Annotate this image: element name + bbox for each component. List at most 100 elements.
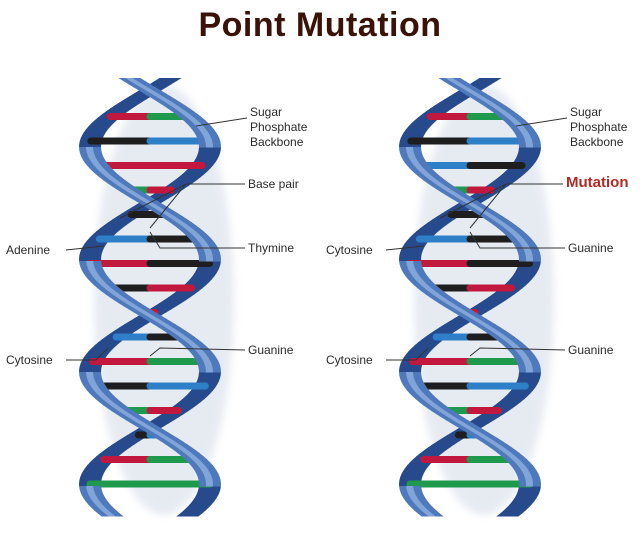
backbone-highlight (525, 369, 533, 373)
backbone-highlight (460, 312, 473, 316)
backbone-highlight (409, 384, 419, 388)
backbone-segment (412, 231, 439, 235)
backbone-segment (183, 507, 210, 511)
backbone-highlight (130, 306, 143, 310)
backbone-segment (146, 420, 175, 424)
backbone-segment (91, 120, 118, 124)
backbone-highlight (203, 249, 212, 253)
backbone-highlight (205, 369, 213, 373)
backbone-segment (506, 504, 533, 508)
backbone-highlight (432, 294, 445, 298)
backbone-segment (469, 306, 497, 310)
backbone-highlight (180, 225, 193, 229)
backbone-highlight (434, 183, 447, 187)
backbone-segment (517, 375, 541, 379)
backbone-highlight (440, 300, 454, 304)
backbone-highlight (457, 423, 471, 427)
backbone-segment (494, 402, 521, 406)
backbone-segment (471, 417, 500, 421)
backbone-highlight (487, 441, 500, 445)
backbone-segment (496, 513, 523, 517)
backbone-segment (181, 396, 208, 400)
backbone-highlight (447, 417, 461, 421)
backbone-highlight (426, 177, 438, 181)
backbone-highlight (518, 129, 529, 133)
backbone-highlight (197, 240, 208, 244)
backbone-segment (92, 231, 119, 235)
backbone-highlight (406, 372, 414, 376)
backbone-highlight (201, 471, 211, 475)
backbone-segment (192, 273, 217, 277)
backbone-segment (114, 327, 143, 331)
backbone-segment (501, 396, 528, 400)
backbone-highlight (419, 396, 431, 400)
backbone-highlight (411, 387, 422, 391)
backbone-label-line-1: Sugar (570, 105, 602, 119)
backbone-highlight (186, 117, 198, 121)
backbone-segment (401, 132, 427, 136)
backbone-segment (444, 96, 472, 100)
backbone-highlight (205, 483, 213, 487)
backbone-highlight (86, 261, 94, 265)
backbone-highlight (436, 297, 449, 301)
backbone-highlight (520, 357, 531, 361)
backbone-highlight (114, 408, 127, 412)
backbone-highlight (189, 120, 201, 124)
backbone-highlight (191, 234, 203, 238)
backbone-segment (81, 132, 107, 136)
backbone-highlight (123, 189, 136, 193)
backbone-leader (195, 117, 248, 127)
backbone-highlight (191, 459, 203, 463)
backbone-highlight (186, 342, 198, 346)
backbone-segment (430, 330, 458, 334)
backbone-segment (195, 156, 220, 160)
backbone-highlight (130, 81, 143, 85)
backbone-highlight (413, 390, 424, 394)
backbone-segment (423, 222, 451, 226)
backbone-highlight (203, 474, 212, 478)
backbone-highlight (445, 78, 459, 82)
backbone-segment (124, 321, 152, 325)
backbone-highlight (412, 501, 423, 505)
backbone-segment (96, 228, 123, 232)
labels-original: Sugar Phosphate Backbone Base pair Adeni… (6, 105, 308, 367)
cytosine-label-upper: Cytosine (326, 243, 373, 257)
backbone-highlight (86, 375, 95, 379)
backbone-highlight (86, 147, 94, 151)
backbone-highlight (127, 192, 141, 196)
figure-title: Point Mutation (198, 6, 442, 44)
backbone-segment (196, 267, 220, 271)
backbone-segment (402, 243, 428, 247)
backbone-segment (399, 144, 422, 148)
backbone-highlight (93, 165, 104, 169)
backbone-highlight (205, 258, 213, 262)
base-pair-leader-2 (149, 183, 187, 229)
backbone-segment (197, 150, 221, 154)
backbone-highlight (409, 159, 419, 163)
adenine-label: Adenine (6, 243, 50, 257)
backbone-highlight (434, 408, 447, 412)
backbone-highlight (465, 90, 478, 94)
backbone-segment (80, 474, 104, 478)
backbone-highlight (424, 513, 436, 517)
backbone-highlight (88, 495, 98, 499)
backbone-highlight (467, 204, 481, 208)
backbone-highlight (157, 435, 171, 439)
backbone-segment (399, 477, 423, 481)
backbone-highlight (494, 333, 507, 337)
cytosine-leader-lower (386, 347, 429, 361)
backbone-highlight (470, 318, 483, 322)
backbone-segment (411, 345, 438, 349)
backbone-highlight (91, 387, 102, 391)
base-pair-label: Base pair (248, 177, 299, 191)
backbone-segment (196, 492, 220, 496)
backbone-highlight (438, 186, 451, 190)
backbone-highlight (142, 426, 156, 430)
backbone-highlight (132, 420, 146, 424)
backbone-segment (400, 474, 424, 478)
adenine-leader (65, 245, 105, 251)
backbone-segment (176, 513, 203, 517)
backbone-highlight (205, 366, 213, 370)
backbone-segment (476, 414, 504, 418)
thymine-label: Thymine (248, 241, 294, 255)
